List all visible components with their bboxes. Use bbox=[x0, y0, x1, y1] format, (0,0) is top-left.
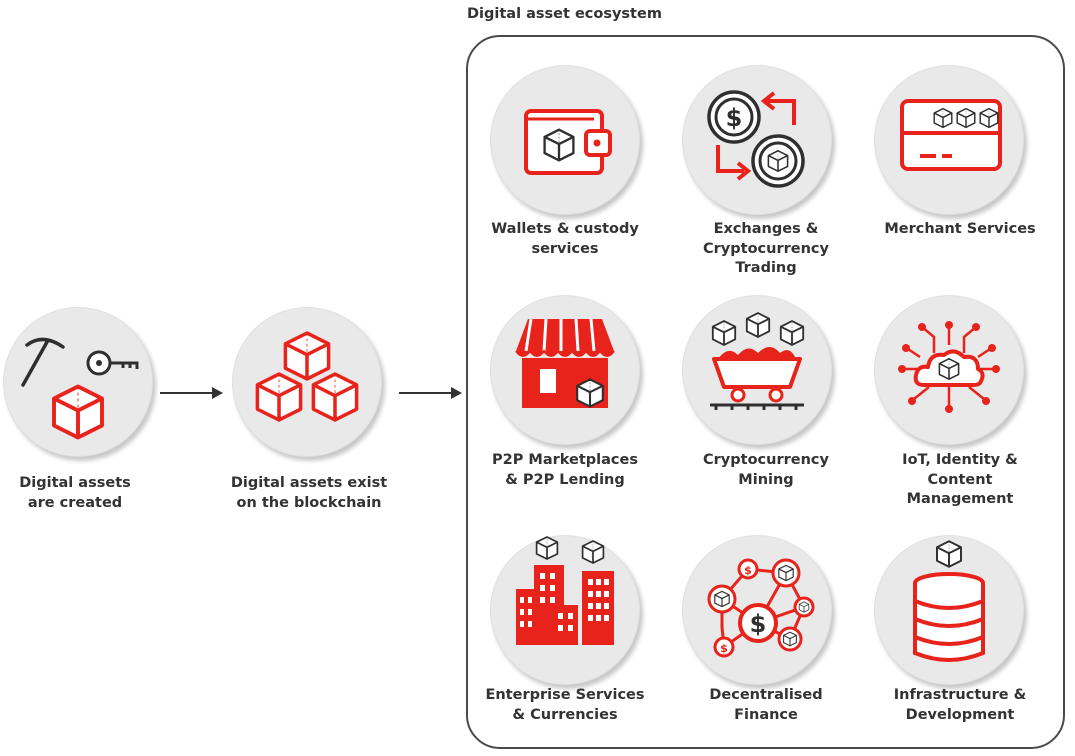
infrastructure-circle bbox=[874, 535, 1024, 685]
wallets-label: Wallets & custody services bbox=[491, 221, 639, 257]
flow-created-label: Digital assets are created bbox=[19, 475, 131, 511]
card-icon bbox=[900, 99, 1002, 171]
enterprise-circle bbox=[490, 535, 640, 685]
pickaxe-key-cube-icon bbox=[21, 337, 139, 440]
storefront-icon bbox=[515, 318, 615, 408]
svg-text:$: $ bbox=[726, 104, 743, 132]
iot-circle bbox=[874, 295, 1024, 445]
defi-circle: $ $ $ bbox=[682, 535, 832, 685]
svg-text:$: $ bbox=[750, 610, 767, 638]
flow-blockchain-label: Digital assets exist on the blockchain bbox=[230, 475, 388, 511]
enterprise-label: Enterprise Services & Currencies bbox=[485, 687, 645, 723]
ecosystem-frame bbox=[466, 35, 1065, 749]
wallet-icon bbox=[524, 109, 612, 175]
merchant-label: Merchant Services bbox=[884, 221, 1036, 237]
ecosystem-title: Digital asset ecosystem bbox=[467, 6, 662, 22]
merchant-circle bbox=[874, 65, 1024, 215]
flow-created-circle bbox=[3, 307, 153, 457]
svg-text:$: $ bbox=[744, 564, 752, 577]
exchanges-label: Exchanges & Cryptocurrency Trading bbox=[703, 221, 829, 276]
buildings-icon bbox=[516, 536, 614, 645]
arrow-right-icon bbox=[399, 387, 462, 399]
wallets-circle bbox=[490, 65, 640, 215]
cloud-network-icon bbox=[898, 321, 1000, 413]
svg-text:$: $ bbox=[720, 642, 728, 655]
arrow-right-icon bbox=[160, 387, 223, 399]
exchanges-circle: $ bbox=[682, 65, 832, 215]
flow-blockchain-circle bbox=[232, 307, 382, 457]
p2p-circle bbox=[490, 295, 640, 445]
mining-circle bbox=[682, 295, 832, 445]
mining-label: Cryptocurrency Mining bbox=[703, 452, 829, 488]
stacked-cubes-icon bbox=[255, 331, 359, 422]
mining-cart-icon bbox=[710, 312, 805, 410]
p2p-label: P2P Marketplaces & P2P Lending bbox=[492, 452, 638, 488]
database-icon bbox=[913, 540, 985, 662]
defi-network-icon: $ $ $ bbox=[707, 558, 815, 658]
defi-label: Decentralised Finance bbox=[709, 687, 823, 723]
iot-label: IoT, Identity & Content Management bbox=[902, 452, 1018, 507]
exchange-icon: $ bbox=[707, 90, 805, 188]
infrastructure-label: Infrastructure & Development bbox=[893, 687, 1027, 723]
